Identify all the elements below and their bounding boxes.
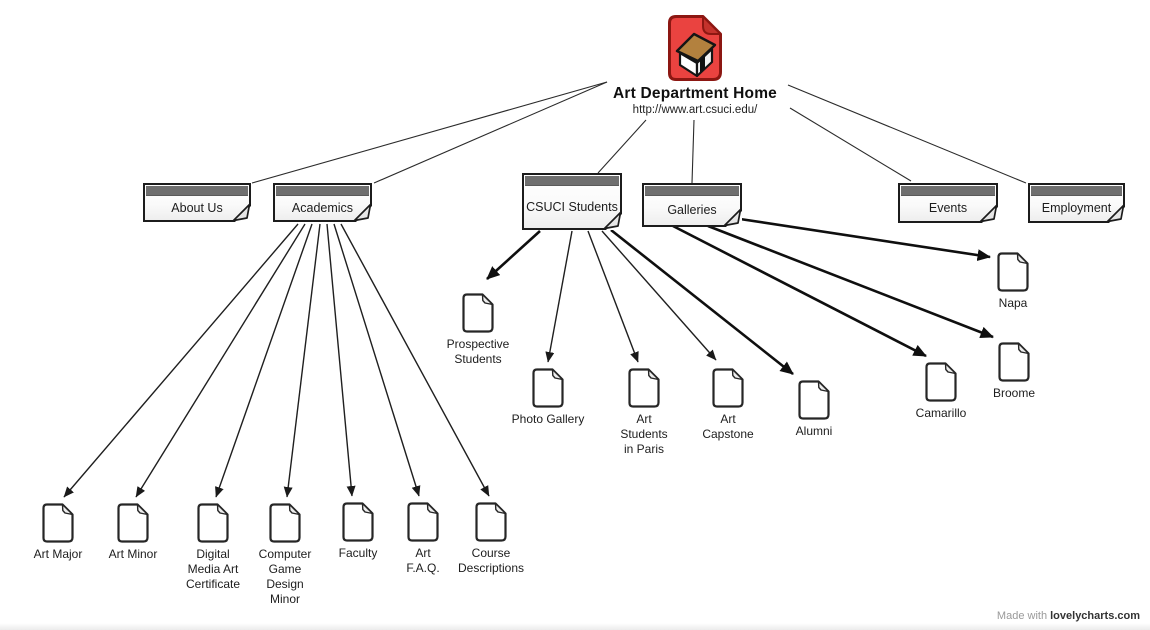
page-fold-icon: [723, 208, 742, 227]
page-node-alumni[interactable]: Alumni: [796, 380, 832, 438]
edge-galleries-to-napa: [739, 217, 991, 262]
page-icon[interactable]: [712, 368, 744, 408]
page-icon[interactable]: [628, 368, 660, 408]
bottom-edge-shadow: [0, 623, 1150, 630]
page-icon[interactable]: [342, 502, 374, 542]
section-node-about-us[interactable]: About Us: [143, 183, 251, 222]
section-label: Academics: [291, 200, 354, 215]
section-label: Employment: [1041, 201, 1112, 215]
edge-galleries-to-broome: [707, 224, 994, 339]
edge-academics-to-art-major: [63, 223, 299, 498]
edge-root-to-csuci-students: [597, 119, 647, 174]
page-node-art-students-in-paris[interactable]: Art Students in Paris: [620, 368, 668, 456]
edge-academics-to-art-faq: [333, 223, 421, 497]
edge-root-to-galleries: [691, 119, 695, 184]
edge-academics-to-faculty: [326, 223, 356, 497]
page-label: Alumni: [795, 424, 833, 438]
edge-root-to-events: [789, 107, 912, 182]
page-label: Art F.A.Q.: [406, 546, 440, 575]
section-title-bar: [276, 186, 369, 196]
page-fold-icon: [1106, 204, 1125, 223]
page-icon[interactable]: [997, 252, 1029, 292]
page-node-broome[interactable]: Broome: [993, 342, 1035, 400]
edge-csuci-students-to-photo-gallery: [545, 230, 573, 363]
page-label: Prospective Students: [446, 337, 510, 366]
page-label: Broome: [992, 386, 1036, 400]
section-label: About Us: [171, 200, 223, 215]
page-node-course-descriptions[interactable]: Course Descriptions: [458, 502, 524, 575]
page-label: Photo Gallery: [511, 412, 585, 426]
page-icon[interactable]: [462, 293, 494, 333]
section-node-events[interactable]: Events: [898, 183, 998, 223]
section-node-employment[interactable]: Employment: [1028, 183, 1125, 223]
section-node-galleries[interactable]: Galleries: [642, 183, 742, 227]
page-label: Art Minor: [108, 547, 158, 561]
page-label: Course Descriptions: [457, 546, 525, 575]
page-node-art-faq[interactable]: Art F.A.Q.: [406, 502, 440, 575]
page-label: Art Capstone: [702, 412, 754, 441]
page-node-napa[interactable]: Napa: [997, 252, 1029, 310]
edge-csuci-students-to-alumni: [610, 228, 794, 376]
section-title-bar: [1031, 186, 1122, 196]
section-label: Events: [928, 201, 968, 215]
home-page-icon[interactable]: [667, 14, 723, 82]
page-fold-icon: [979, 204, 998, 223]
credit-brand[interactable]: lovelycharts.com: [1050, 610, 1140, 622]
page-fold-icon: [232, 203, 251, 222]
page-node-art-major[interactable]: Art Major: [34, 503, 82, 561]
page-icon[interactable]: [407, 502, 439, 542]
page-label: Digital Media Art Certificate: [185, 547, 241, 591]
page-label: Art Major: [33, 547, 83, 561]
house-glyph: [675, 32, 717, 78]
page-icon[interactable]: [925, 362, 957, 402]
page-node-camarillo[interactable]: Camarillo: [916, 362, 966, 420]
section-title-bar: [525, 176, 619, 186]
section-title-bar: [146, 186, 248, 196]
page-label: Faculty: [338, 546, 378, 560]
page-node-faculty[interactable]: Faculty: [339, 502, 377, 560]
section-label: CSUCI Students: [526, 199, 618, 214]
section-node-csuci-students[interactable]: CSUCI Students: [522, 173, 622, 230]
page-icon[interactable]: [197, 503, 229, 543]
page-label: Napa: [998, 296, 1028, 310]
page-fold-icon: [353, 203, 372, 222]
root-title: Art Department Home: [613, 85, 777, 102]
page-icon[interactable]: [42, 503, 74, 543]
page-icon[interactable]: [532, 368, 564, 408]
page-node-computer-game-design-minor[interactable]: Computer Game Design Minor: [259, 503, 311, 606]
section-title-bar: [645, 186, 739, 196]
page-label: Computer Game Design Minor: [258, 547, 312, 606]
page-icon[interactable]: [475, 502, 507, 542]
page-node-prospective-students[interactable]: Prospective Students: [447, 293, 509, 366]
section-title-bar: [901, 186, 995, 196]
page-node-photo-gallery[interactable]: Photo Gallery: [512, 368, 584, 426]
section-node-academics[interactable]: Academics: [273, 183, 372, 222]
page-node-art-minor[interactable]: Art Minor: [109, 503, 157, 561]
page-fold-icon: [603, 211, 622, 230]
root-url: http://www.art.csuci.edu/: [632, 104, 758, 116]
page-label: Art Students in Paris: [620, 412, 668, 456]
edge-csuci-students-to-prospective-students: [486, 230, 541, 280]
edge-csuci-students-to-art-capstone: [601, 230, 717, 361]
page-node-digital-media-art-certificate[interactable]: Digital Media Art Certificate: [186, 503, 240, 591]
edge-academics-to-digital-media-art-certificate: [215, 223, 313, 498]
edge-academics-to-art-minor: [135, 223, 306, 498]
page-node-art-capstone[interactable]: Art Capstone: [702, 368, 754, 441]
page-icon[interactable]: [998, 342, 1030, 382]
credit-prefix: Made with: [996, 610, 1051, 622]
credit: Made with lovelycharts.com: [997, 610, 1140, 622]
edge-csuci-students-to-art-students-in-paris: [587, 230, 639, 363]
page-icon[interactable]: [798, 380, 830, 420]
edge-academics-to-computer-game-design-minor: [283, 223, 321, 498]
edge-galleries-to-camarillo: [672, 224, 927, 358]
page-icon[interactable]: [117, 503, 149, 543]
page-label: Camarillo: [915, 406, 967, 420]
page-icon[interactable]: [269, 503, 301, 543]
section-label: Galleries: [667, 203, 717, 217]
